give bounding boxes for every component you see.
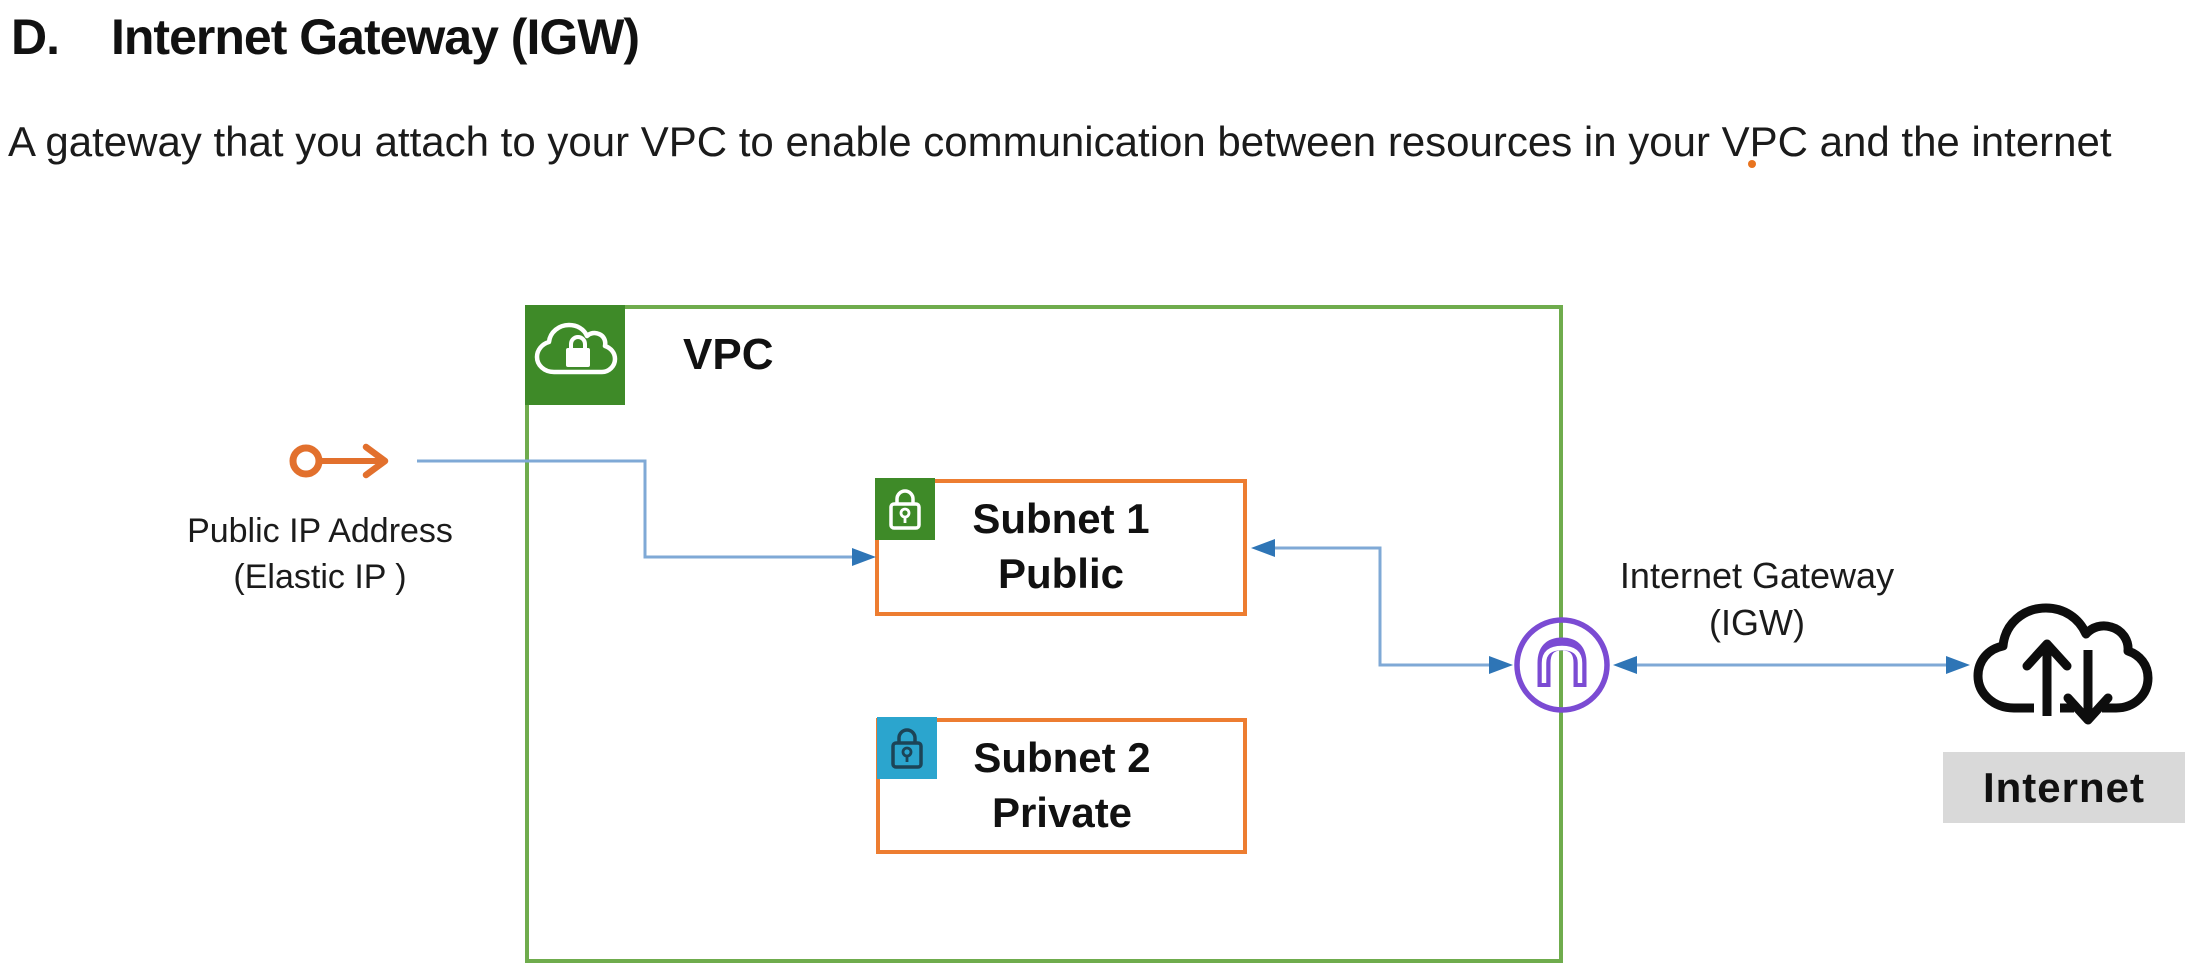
subnet1-label: Subnet 1 Public	[875, 491, 1247, 601]
subnet2-type: Private	[991, 789, 1133, 836]
spellcheck-dot	[1748, 160, 1756, 168]
subnet1-type: Public	[997, 550, 1125, 597]
subnet2-box	[876, 718, 1247, 854]
subnet1-box	[875, 479, 1247, 616]
public-subnet-lock-icon	[875, 478, 935, 540]
subnet1-name: Subnet 1	[972, 495, 1150, 542]
elastic-ip-icon	[289, 443, 389, 479]
subnet2-label: Subnet 2 Private	[876, 730, 1248, 840]
elastic-ip-label: Public IP Address (Elastic IP )	[120, 508, 520, 600]
internet-gateway-label: Internet Gateway (IGW)	[1597, 552, 1917, 646]
vpc-cloud-lock-icon	[525, 305, 625, 405]
description-text: A gateway that you attach to your VPC to…	[8, 118, 2112, 165]
vpc-boundary-box	[525, 305, 1563, 963]
elastic-ip-label-line1: Public IP Address	[187, 512, 453, 550]
internet-cloud-icon	[1973, 603, 2153, 725]
title-text: Internet Gateway (IGW)	[111, 9, 640, 65]
internet-gateway-label-line1: Internet Gateway	[1619, 555, 1895, 596]
title-prefix: D.	[11, 9, 60, 65]
internet-label-text: Internet	[1982, 763, 2145, 811]
page-title: D. Internet Gateway (IGW)	[11, 8, 640, 66]
elastic-ip-label-line2: (Elastic IP )	[233, 558, 407, 596]
internet-gateway-label-line2: (IGW)	[1709, 602, 1805, 643]
internet-gateway-icon	[1514, 617, 1610, 713]
internet-label: Internet	[1943, 752, 2185, 823]
vpc-label: VPC	[683, 330, 774, 379]
private-subnet-lock-icon	[877, 717, 937, 779]
subnet2-name: Subnet 2	[973, 734, 1151, 781]
